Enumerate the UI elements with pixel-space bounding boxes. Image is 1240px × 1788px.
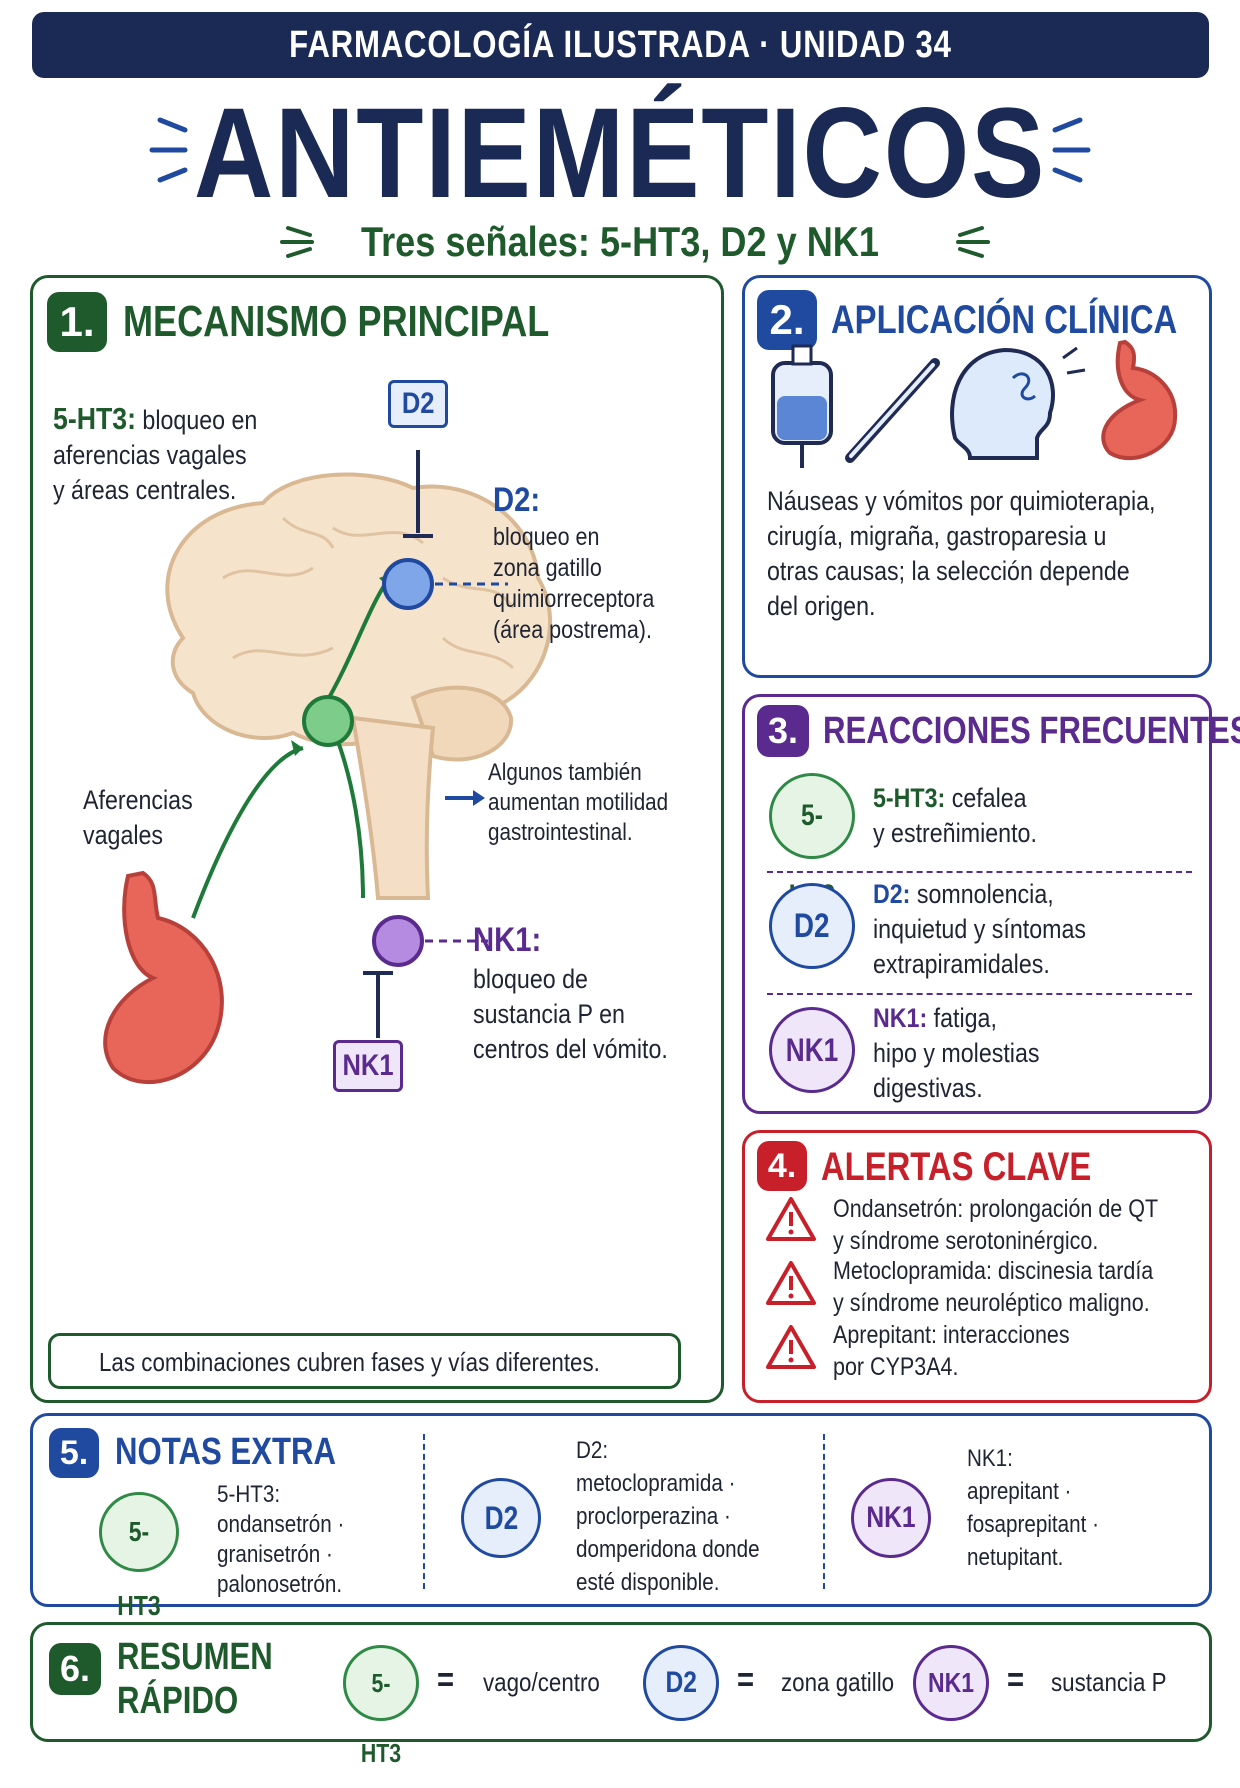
mechanism-panel: 1. MECANISMO PRINCIPAL bbox=[30, 275, 724, 1403]
section-number: 1. bbox=[47, 292, 107, 352]
warning-icon bbox=[766, 1197, 816, 1241]
badge-d2: D2 bbox=[643, 1645, 719, 1721]
divider bbox=[767, 993, 1192, 995]
badge-nk1: NK1 bbox=[769, 1007, 855, 1093]
page-title: ANTIEMÉTICOS bbox=[193, 82, 1047, 225]
summary-d2: zona gatillo bbox=[781, 1667, 895, 1697]
section-title: NOTAS EXTRA bbox=[115, 1431, 337, 1473]
section-number: 4. bbox=[757, 1141, 807, 1191]
badge-5ht3: 5-HT3 bbox=[343, 1645, 419, 1768]
title-decor-lines bbox=[149, 117, 1091, 258]
badge-d2: D2 bbox=[769, 883, 855, 969]
section-title: APLICACIÓN CLÍNICA bbox=[831, 298, 1178, 342]
equals-sign: = bbox=[437, 1661, 455, 1699]
equals-sign: = bbox=[1007, 1661, 1025, 1699]
brain-icon bbox=[165, 472, 553, 900]
summary-nk1: sustancia P bbox=[1051, 1667, 1167, 1697]
divider bbox=[423, 1434, 425, 1589]
scalpel-icon bbox=[845, 358, 940, 463]
section-number: 3. bbox=[757, 705, 809, 757]
warning-icon bbox=[766, 1261, 816, 1305]
stomach-icon bbox=[1101, 339, 1178, 460]
migraine-head-icon bbox=[950, 346, 1086, 460]
badge-5ht3: 5-HT3 bbox=[769, 773, 855, 912]
section-title: ALERTAS CLAVE bbox=[821, 1145, 1092, 1189]
section-title: REACCIONES FRECUENTES bbox=[823, 710, 1240, 752]
combination-note-box: Las combinaciones cubren fases y vías di… bbox=[48, 1333, 681, 1389]
equals-sign: = bbox=[737, 1661, 755, 1699]
badge-d2: D2 bbox=[461, 1478, 541, 1558]
mechanism-diagram bbox=[103, 450, 553, 1085]
section-number: 2. bbox=[757, 290, 817, 350]
top-banner: FARMACOLOGÍA ILUSTRADA · UNIDAD 34 bbox=[32, 12, 1209, 78]
notes-d2: D2:metoclopramida ·proclorperazina ·domp… bbox=[576, 1437, 760, 1596]
notes-nk1: NK1:aprepitant ·fosaprepitant ·netupitan… bbox=[967, 1445, 1099, 1571]
reactions-panel: 3. REACCIONES FRECUENTES 5-HT3 5-HT3: ce… bbox=[742, 694, 1240, 1114]
summary-5ht3: vago/centro bbox=[483, 1667, 600, 1697]
section-title: MECANISMO PRINCIPAL bbox=[123, 297, 550, 346]
badge-nk1: NK1 bbox=[851, 1478, 931, 1558]
nk1-box: NK1 bbox=[333, 1040, 403, 1092]
divider bbox=[767, 871, 1192, 873]
notes-panel: 5. NOTAS EXTRA 5-HT3 5-HT3:ondansetrón ·… bbox=[30, 1413, 1212, 1621]
section-number: 6. bbox=[49, 1643, 101, 1695]
alerts-panel: 4. ALERTAS CLAVE Ondansetrón: prolongaci… bbox=[742, 1130, 1212, 1403]
notes-5ht3: 5-HT3:ondansetrón ·granisetrón ·palonose… bbox=[217, 1481, 345, 1598]
section-number: 5. bbox=[49, 1428, 99, 1478]
badge-5ht3: 5-HT3 bbox=[99, 1492, 179, 1621]
page-subtitle: Tres señales: 5-HT3, D2 y NK1 bbox=[361, 218, 879, 265]
stomach-icon bbox=[103, 870, 224, 1085]
banner-text: FARMACOLOGÍA ILUSTRADA · UNIDAD 34 bbox=[289, 24, 952, 66]
iv-bag-icon bbox=[771, 344, 833, 468]
d2-box: D2 bbox=[388, 380, 448, 428]
clinical-panel: 2. APLICACIÓN CLÍNICA Náuseas y vómitos … bbox=[742, 275, 1212, 678]
warning-icon bbox=[766, 1325, 816, 1369]
combination-note: Las combinaciones cubren fases y vías di… bbox=[99, 1347, 600, 1377]
clinical-text: Náuseas y vómitos por quimioterapia,ciru… bbox=[767, 486, 1156, 621]
divider bbox=[823, 1434, 825, 1589]
badge-nk1: NK1 bbox=[913, 1645, 989, 1721]
